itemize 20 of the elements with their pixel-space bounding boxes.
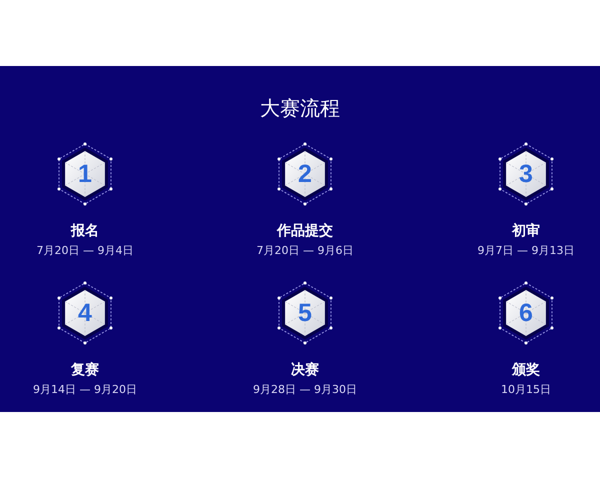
panel-title: 大赛流程 xyxy=(260,95,340,122)
step-number: 5 xyxy=(298,299,312,327)
step-title: 报名 xyxy=(71,222,99,240)
step-number: 6 xyxy=(519,299,533,327)
date-range: 9月7日 — 9月13日 xyxy=(478,243,574,258)
step-title: 决赛 xyxy=(291,361,319,379)
date-range: 9月28日 — 9月30日 xyxy=(253,382,357,397)
step-number: 4 xyxy=(78,299,92,327)
date-range: 7月20日 — 9月4日 xyxy=(36,243,134,258)
step-title: 颁奖 xyxy=(512,361,540,379)
step-number: 3 xyxy=(519,160,533,188)
date-range: 9月14日 — 9月20日 xyxy=(33,382,137,397)
step-number: 1 xyxy=(78,160,92,188)
banner-panel xyxy=(0,66,600,412)
step-title: 复赛 xyxy=(71,361,99,379)
date-range: 10月15日 xyxy=(501,382,551,397)
date-range: 7月20日 — 9月6日 xyxy=(256,243,354,258)
step-number: 2 xyxy=(298,160,312,188)
step-title: 初审 xyxy=(512,222,540,240)
step-title: 作品提交 xyxy=(277,222,333,240)
